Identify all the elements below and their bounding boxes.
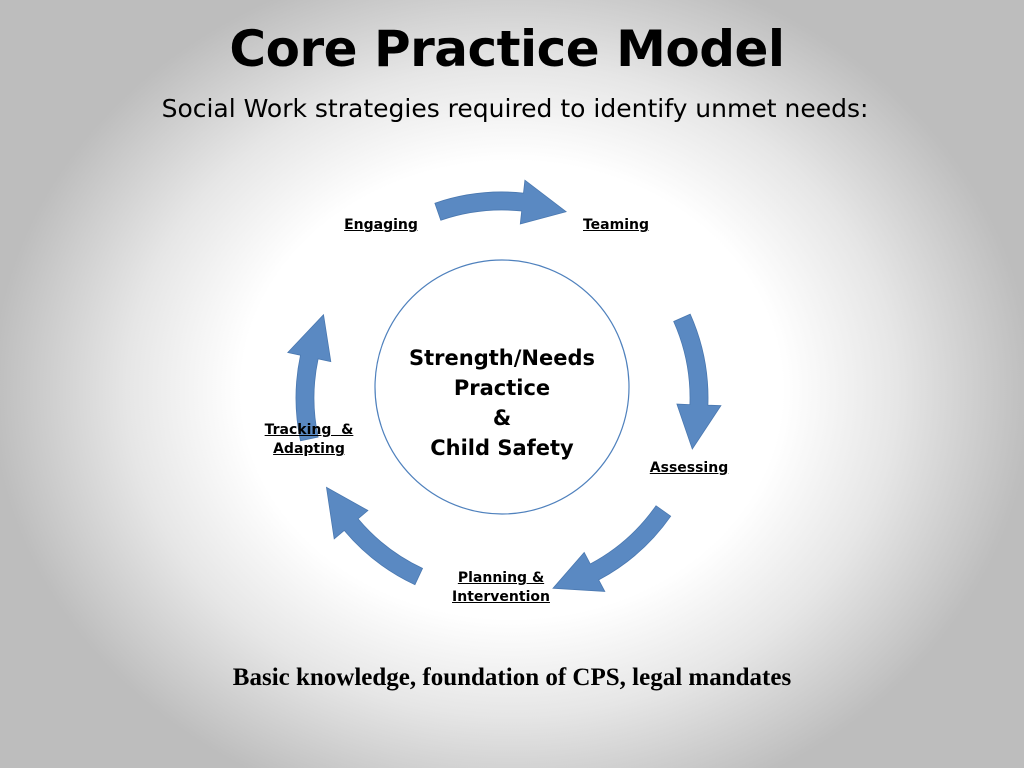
center-label-line3: & xyxy=(492,406,512,430)
center-label-line2: Practice xyxy=(453,376,551,400)
arrow-teaming-to-assessing xyxy=(673,313,722,450)
stage-label-engaging-line1: Engaging xyxy=(344,217,418,233)
stage-label-engaging: Engaging xyxy=(344,216,418,235)
stage-label-teaming-line1: Teaming xyxy=(582,217,650,233)
stage-label-planning: Planning & Intervention xyxy=(452,569,550,607)
center-label: Strength/Needs Practice & Child Safety xyxy=(409,343,595,463)
stage-label-tracking: Tracking & Adapting xyxy=(265,421,354,459)
arrow-assessing-to-planning xyxy=(552,505,672,592)
arrow-engaging-to-teaming xyxy=(434,179,567,225)
cycle-arrows xyxy=(287,179,722,592)
stage-label-planning-line2: Intervention xyxy=(452,589,550,605)
arrow-planning-to-tracking xyxy=(325,486,424,586)
stage-label-tracking-line2: Adapting xyxy=(273,441,345,457)
center-label-line4: Child Safety xyxy=(430,436,574,460)
stage-label-teaming: Teaming xyxy=(583,216,649,235)
stage-label-assessing: Assessing xyxy=(650,459,728,478)
slide-subtitle: Social Work strategies required to ident… xyxy=(161,94,869,123)
stage-label-assessing-line1: Assessing xyxy=(649,460,729,476)
footer-text: Basic knowledge, foundation of CPS, lega… xyxy=(232,664,792,691)
arrow-tracking-to-engaging xyxy=(287,313,332,442)
center-label-line1: Strength/Needs xyxy=(409,346,595,370)
stage-label-planning-line1: Planning & xyxy=(457,570,545,586)
stage-label-tracking-line1: Tracking & xyxy=(264,422,354,438)
slide-title: Core Practice Model xyxy=(229,20,785,78)
center-circle xyxy=(374,259,630,515)
